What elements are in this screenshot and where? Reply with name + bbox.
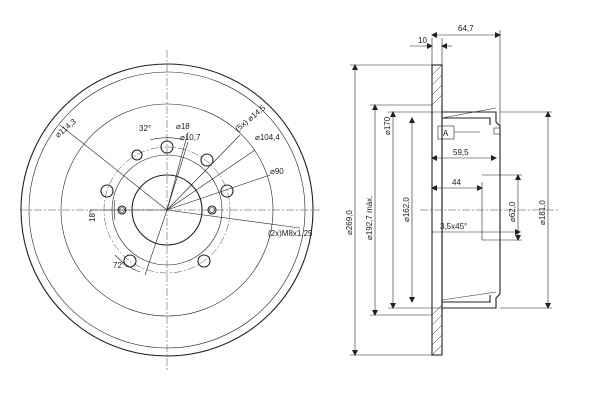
label-d192-7: ⌀192,7 máx. — [365, 196, 374, 240]
leader-d14-5 — [166, 134, 241, 211]
hat-inner-outline — [442, 117, 491, 303]
label-angle-72: 72° — [113, 261, 125, 270]
pilot-hole — [200, 153, 214, 167]
datum-marker — [493, 127, 501, 135]
label-w10: 10 — [418, 36, 427, 45]
label-d104-4: ⌀104,4 — [255, 133, 280, 142]
leader-d90 — [166, 174, 271, 211]
angle-arc-32 — [149, 137, 185, 141]
bolt-hole — [123, 254, 137, 268]
label-d62: ⌀62,0 — [508, 201, 517, 222]
leader-72deg — [144, 209, 168, 276]
label-holes-5x: (5x) ⌀14,5 — [234, 103, 268, 134]
threaded-hole-inner — [209, 207, 215, 213]
bolt-hole — [100, 184, 114, 198]
label-d18: ⌀18 — [176, 122, 190, 131]
label-d170: ⌀170 — [383, 116, 392, 135]
leader-d18 — [166, 131, 189, 211]
label-d181: ⌀181,0 — [538, 200, 547, 225]
label-d10-7: ⌀10,7 — [180, 133, 201, 142]
leader-d10-7 — [166, 141, 189, 211]
bolt-hole — [197, 254, 211, 268]
front-view: 32° ⌀18 ⌀10,7 ⌀114,3 (5x) ⌀14,5 ⌀104,4 ⌀… — [20, 50, 320, 370]
label-angle-18: 18° — [88, 210, 97, 222]
bolt-hole — [220, 184, 234, 198]
datum-box — [437, 125, 455, 140]
label-w44: 44 — [452, 178, 461, 187]
label-d114-3: ⌀114,3 — [54, 117, 79, 140]
label-w59-5: 59,5 — [453, 148, 469, 157]
label-w64-7: 64,7 — [458, 24, 474, 33]
label-d269: ⌀269,0 — [345, 210, 354, 235]
leader-d104-4 — [166, 149, 256, 211]
side-view: 10 64,7 A 59,5 44 3,5x45° ⌀269,0 ⌀192,7 … — [345, 24, 560, 356]
label-d162: ⌀162,0 — [402, 197, 411, 222]
label-threads: (2x)M8x1,25 — [268, 229, 313, 238]
label-chamfer: 3,5x45° — [440, 222, 467, 231]
label-angle-32: 32° — [139, 124, 151, 133]
angle-arc-18 — [113, 199, 116, 221]
pilot-hole — [131, 149, 143, 161]
bolt-hole — [160, 140, 174, 154]
angle-arc-72 — [114, 254, 141, 273]
bolt-holes — [100, 140, 234, 268]
threaded-hole — [207, 205, 217, 215]
section-hatching — [431, 64, 497, 356]
leader-thread — [166, 209, 301, 229]
leader-d114-3 — [59, 124, 168, 211]
label-datum: A — [443, 129, 449, 138]
label-d90: ⌀90 — [270, 167, 284, 176]
